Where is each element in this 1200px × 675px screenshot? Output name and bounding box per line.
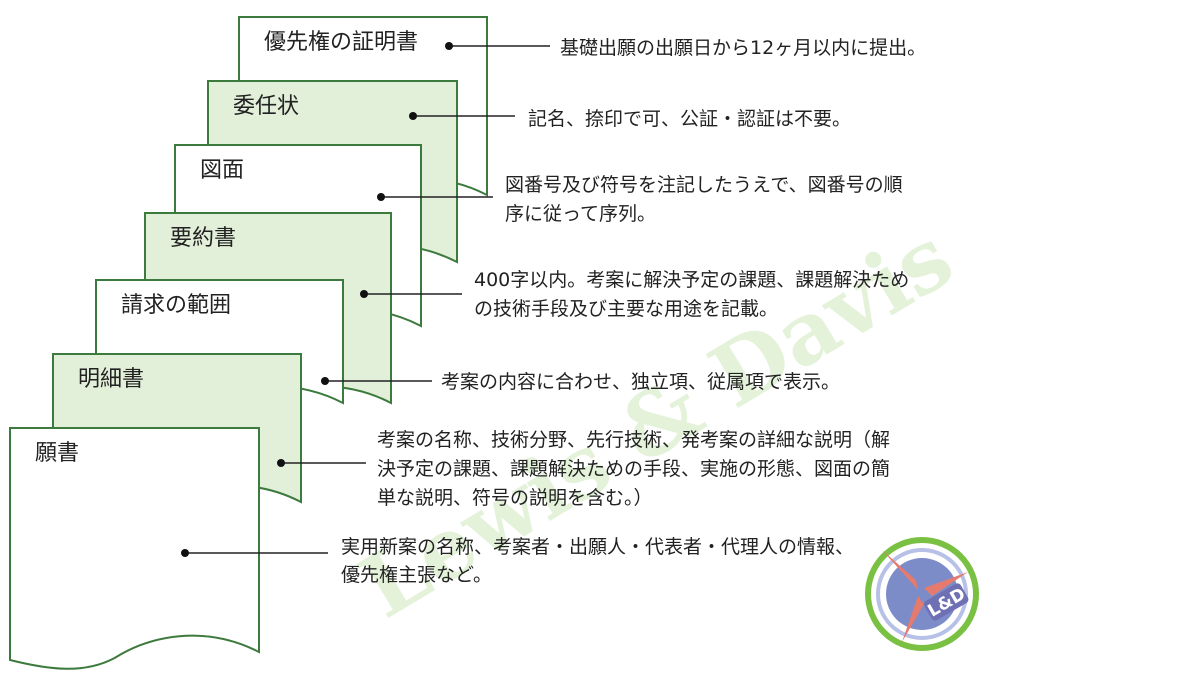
document-title: 委任状	[233, 94, 299, 119]
note-text: 実用新案の名称、考案者・出願人・代表者・代理人の情報、優先権主張など。	[341, 536, 854, 586]
document-title: 明細書	[78, 367, 144, 392]
note-text: 記名、捺印で可、公証・認証は不要。	[528, 108, 851, 130]
logo-outer-ring	[865, 537, 979, 651]
document-title: 請求の範囲	[121, 293, 231, 318]
callout-dot	[445, 42, 453, 50]
document-sheet-shape	[9, 427, 260, 670]
callout-lines	[181, 42, 550, 557]
note-line: 考案の内容に合わせ、独立項、従属項で表示。	[441, 371, 840, 393]
note-line: 図番号及び符号を注記したうえで、図番号の順	[505, 174, 903, 196]
logo-red-propeller-icon	[882, 550, 968, 642]
document-title: 願書	[35, 441, 79, 466]
document-sheet: 願書	[9, 427, 260, 670]
document-title: 優先権の証明書	[264, 30, 418, 55]
note-text: 考案の名称、技術分野、先行技術、発考案の詳細な説明（解決予定の課題、課題解決ため…	[377, 429, 890, 509]
callout-dot	[181, 549, 189, 557]
lnd-logo: L&D	[865, 537, 979, 651]
callout-dot	[409, 112, 417, 120]
note-line: 序に従って序列。	[505, 203, 656, 225]
note-line: 基礎出願の出願日から12ヶ月以内に提出。	[560, 37, 926, 59]
callout-dot	[360, 290, 368, 298]
notes: 基礎出願の出願日から12ヶ月以内に提出。記名、捺印で可、公証・認証は不要。図番号…	[341, 37, 926, 586]
callout-dot	[277, 459, 285, 467]
note-line: 単な説明、符号の説明を含む。）	[377, 487, 653, 509]
logo-label-badge	[924, 583, 969, 621]
note-line: 優先権主張など。	[341, 564, 492, 586]
note-line: 記名、捺印で可、公証・認証は不要。	[528, 108, 851, 130]
document-title: 要約書	[170, 226, 236, 251]
note-text: 考案の内容に合わせ、独立項、従属項で表示。	[441, 371, 840, 393]
note-line: 決予定の課題、課題解決ための手段、実施の形態、図面の簡	[377, 458, 890, 480]
note-text: 400字以内。考案に解決予定の課題、課題解決ための技術手段及び主要な用途を記載。	[474, 269, 909, 320]
callout-dot	[377, 193, 385, 201]
note-line: 考案の名称、技術分野、先行技術、発考案の詳細な説明（解	[377, 429, 890, 451]
callout-dot	[321, 377, 329, 385]
note-line: 400字以内。考案に解決予定の課題、課題解決ため	[474, 269, 909, 291]
document-title: 図面	[200, 158, 244, 183]
note-text: 基礎出願の出願日から12ヶ月以内に提出。	[560, 37, 926, 59]
note-line: 実用新案の名称、考案者・出願人・代表者・代理人の情報、	[341, 536, 854, 558]
note-text: 図番号及び符号を注記したうえで、図番号の順序に従って序列。	[505, 174, 903, 225]
note-line: の技術手段及び主要な用途を記載。	[474, 298, 778, 320]
